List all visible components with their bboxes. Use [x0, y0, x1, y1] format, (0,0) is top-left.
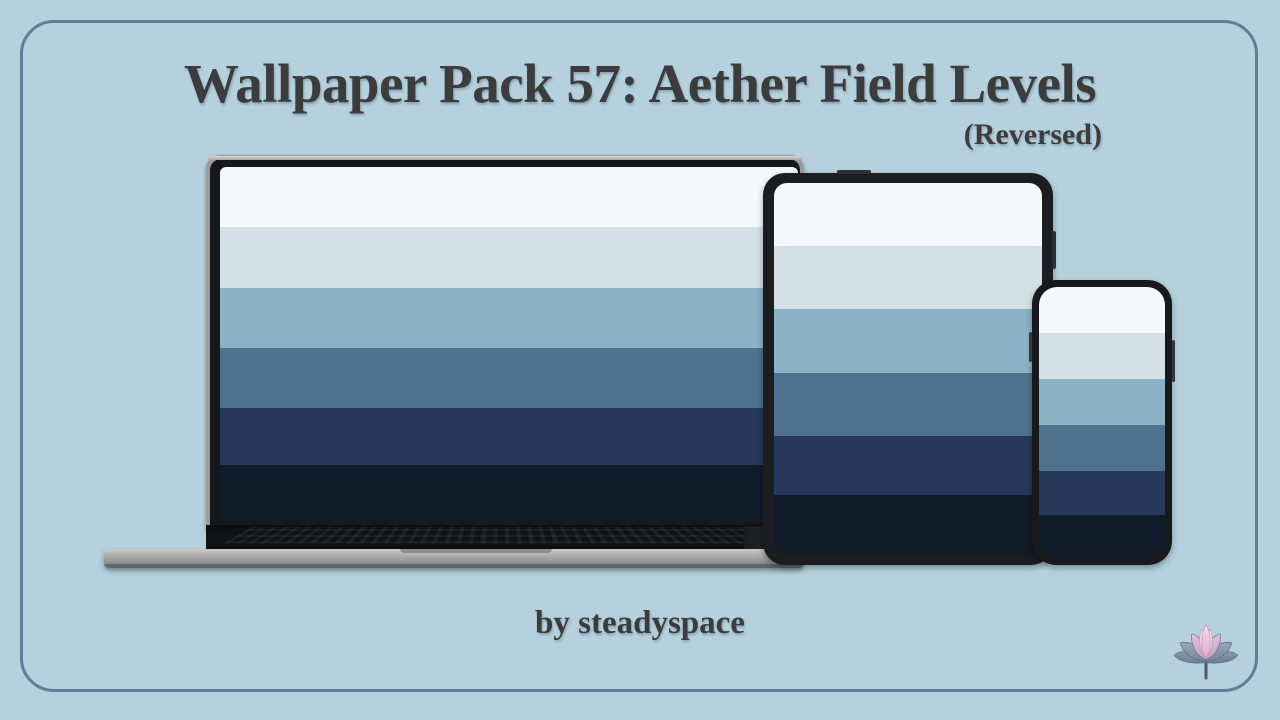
- wallpaper-band-4: [774, 372, 1042, 436]
- wallpaper-band-2: [1039, 333, 1165, 380]
- wallpaper-band-1: [1039, 287, 1165, 334]
- wallpaper-band-3: [1039, 379, 1165, 426]
- wallpaper-band-2: [220, 227, 798, 288]
- tablet-top-button-icon: [837, 170, 871, 174]
- page-subtitle: (Reversed): [963, 118, 1102, 151]
- tablet-body: [763, 170, 1056, 565]
- wallpaper-band-6: [774, 495, 1042, 555]
- wallpaper-band-1: [774, 183, 1042, 247]
- phone-volume-button-icon: [1029, 332, 1032, 362]
- wallpaper-bands-phone: [1039, 287, 1165, 558]
- phone-body: [1029, 280, 1175, 565]
- wallpaper-band-4: [1039, 425, 1165, 472]
- wallpaper-band-6: [1039, 514, 1165, 558]
- laptop-shadow: [104, 564, 804, 572]
- phone-power-button-icon: [1172, 340, 1175, 382]
- tablet-side-button-icon: [1052, 231, 1056, 269]
- laptop-bezel: [210, 159, 800, 527]
- phone-screen: [1039, 287, 1165, 558]
- laptop-front-edge: [104, 549, 804, 568]
- laptop-keyboard: [223, 527, 781, 544]
- laptop-lid: [206, 155, 804, 530]
- phone-mockup: [1029, 280, 1175, 565]
- laptop-front-notch: [400, 549, 552, 553]
- tablet-screen: [774, 183, 1042, 555]
- wallpaper-band-5: [220, 408, 798, 466]
- wallpaper-band-4: [220, 348, 798, 409]
- wallpaper-band-5: [774, 435, 1042, 496]
- wallpaper-band-3: [774, 309, 1042, 373]
- page-title: Wallpaper Pack 57: Aether Field Levels: [183, 53, 1097, 114]
- tablet-mockup: [763, 170, 1056, 565]
- wallpaper-band-1: [220, 167, 798, 228]
- laptop-screen: [220, 167, 798, 522]
- laptop-mockup: [104, 155, 806, 572]
- lotus-icon: [1168, 608, 1244, 684]
- wallpaper-band-5: [1039, 471, 1165, 515]
- wallpaper-band-3: [220, 287, 798, 349]
- wallpaper-band-2: [774, 246, 1042, 310]
- wallpaper-bands-tablet: [774, 183, 1042, 555]
- wallpaper-bands-laptop: [220, 167, 798, 522]
- wallpaper-band-6: [220, 465, 798, 522]
- byline: by steadyspace: [535, 605, 745, 641]
